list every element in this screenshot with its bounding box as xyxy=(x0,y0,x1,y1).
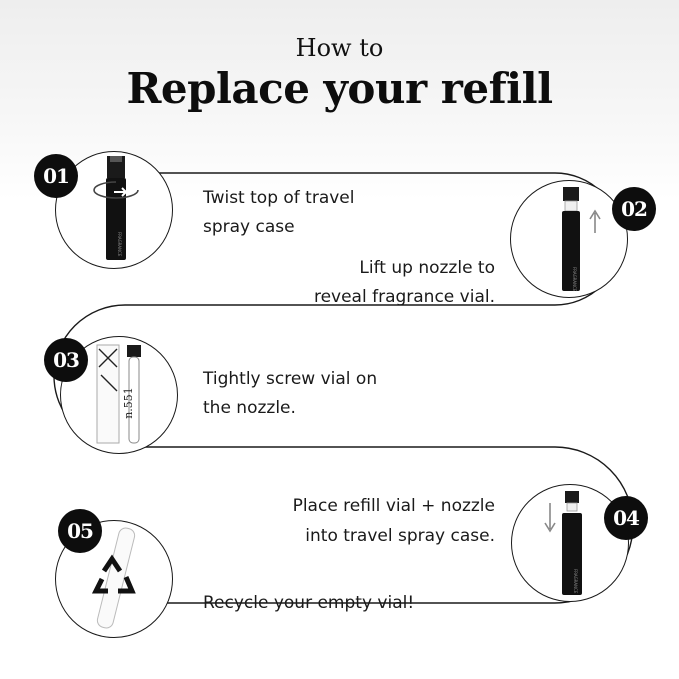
step-2-text-line-1: Lift up nozzle to xyxy=(359,258,495,278)
step-3-text-line-2: the nozzle. xyxy=(203,398,296,418)
step-1-text-line-2: spray case xyxy=(203,217,295,237)
lifted-nozzle-image: FRAGRANCE xyxy=(562,187,601,292)
vial-and-nozzle-image: n.551 xyxy=(96,344,141,444)
recycle-icon xyxy=(91,554,136,594)
step-4-badge: 04 xyxy=(604,496,648,540)
step-1-text-line-1: Twist top of travel xyxy=(203,188,355,208)
step-1-badge: 01 xyxy=(34,154,78,198)
step-2-text-line-2: reveal fragrance vial. xyxy=(313,287,495,307)
down-arrow-icon xyxy=(544,503,556,533)
vial-label: n.551 xyxy=(122,387,135,419)
step-5-text-line-1: Recycle your empty vial! xyxy=(203,593,415,613)
empty-vial-image xyxy=(91,527,136,629)
rotate-arrow-icon xyxy=(93,181,139,199)
step-4-text-line-1: Place refill vial + nozzle xyxy=(292,496,495,516)
svg-text:FRAGRANCE: FRAGRANCE xyxy=(572,267,577,292)
travel-spray-case-image: FRAGRANCE xyxy=(93,156,139,260)
subtitle: How to xyxy=(295,34,384,62)
step-3-text-line-1: Tightly screw vial on xyxy=(203,369,378,389)
step-4-text-line-2: into travel spray case. xyxy=(305,526,495,546)
step-3-badge: 03 xyxy=(44,338,88,382)
assembled-case-image: FRAGRANCE xyxy=(544,491,582,595)
step-1-circle: FRAGRANCE xyxy=(55,151,173,269)
step-5-badge: 05 xyxy=(58,509,102,553)
step-2-badge: 02 xyxy=(612,187,656,231)
step-2-circle: FRAGRANCE xyxy=(510,180,628,298)
svg-text:FRAGRANCE: FRAGRANCE xyxy=(117,232,122,257)
page-title: Replace your refill xyxy=(126,64,553,113)
svg-text:FRAGRANCE: FRAGRANCE xyxy=(573,569,578,594)
up-arrow-icon xyxy=(589,209,601,233)
